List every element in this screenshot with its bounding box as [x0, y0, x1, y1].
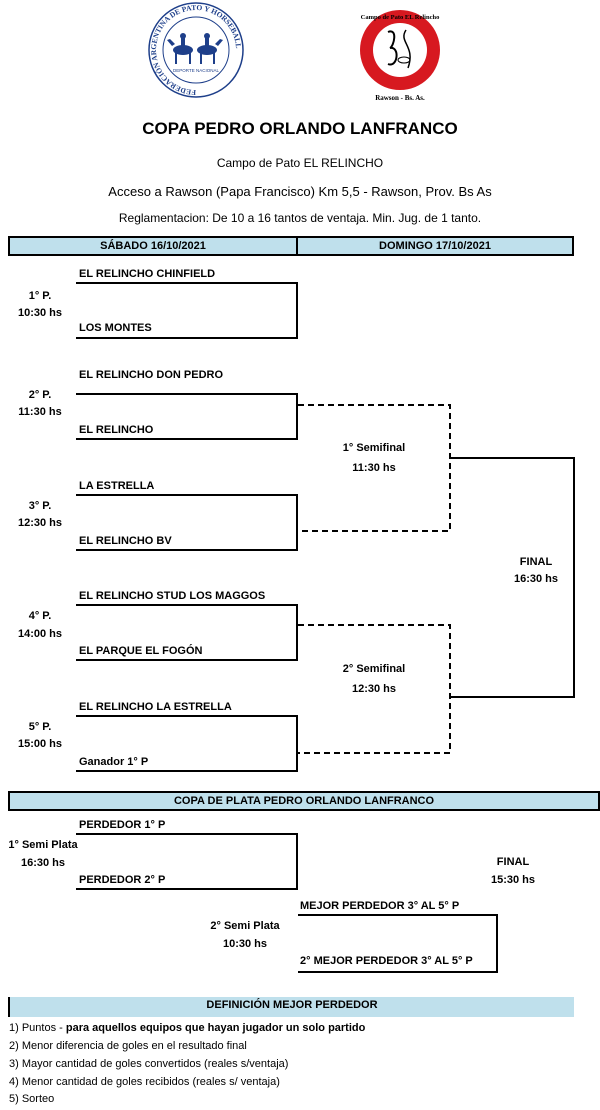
venue-text: Campo de Pato EL RELINCHO — [216, 156, 384, 170]
page-title: COPA PEDRO ORLANDO LANFRANCO — [142, 119, 458, 138]
definicion-item: 5) Sorteo — [9, 1093, 55, 1105]
definicion-item: 2) Menor diferencia de goles en el resul… — [9, 1040, 247, 1052]
team-label: EL RELINCHO — [79, 424, 154, 436]
plata-final-label: FINAL — [496, 856, 530, 868]
semi-plata-1-time: 16:30 hs — [20, 857, 66, 869]
match-time: 12:30 hs — [17, 517, 63, 529]
team-label: LA ESTRELLA — [79, 480, 155, 492]
final-label: FINAL — [519, 556, 553, 568]
match-time: 15:00 hs — [17, 738, 63, 750]
match-time: 11:30 hs — [18, 406, 62, 418]
rules-text: Reglamentacion: De 10 a 16 tantos de ven… — [118, 211, 482, 225]
team-label: EL RELINCHO STUD LOS MAGGOS — [79, 590, 266, 602]
match-label: 1° P. — [28, 290, 52, 302]
semi-plata-2-time: 10:30 hs — [222, 938, 268, 950]
team-label: EL RELINCHO CHINFIELD — [79, 268, 216, 280]
plata-title-bar: COPA DE PLATA PEDRO ORLANDO LANFRANCO — [8, 791, 600, 811]
svg-text:Rawson - Bs. As.: Rawson - Bs. As. — [375, 94, 425, 102]
day-bar-saturday: SÁBADO 16/10/2021 — [8, 236, 298, 256]
definicion-item: 4) Menor cantidad de goles recibidos (re… — [9, 1076, 280, 1088]
team-label: PERDEDOR 1° P — [79, 819, 166, 831]
address-text: Acceso a Rawson (Papa Francisco) Km 5,5 … — [108, 184, 492, 199]
definicion-title-bar: DEFINICIÓN MEJOR PERDEDOR — [8, 997, 574, 1017]
definicion-item-1-bold: para aquellos equipos que hayan jugador … — [65, 1022, 366, 1034]
semi-plata-1-label: 1° Semi Plata — [8, 839, 78, 851]
semifinal-1-time: 11:30 hs — [352, 462, 396, 474]
final-time: 16:30 hs — [513, 573, 559, 585]
match-label: 4° P. — [28, 610, 52, 622]
team-label: EL RELINCHO LA ESTRELLA — [79, 701, 232, 713]
definicion-item: 3) Mayor cantidad de goles convertidos (… — [9, 1058, 289, 1070]
match-label: 3° P. — [28, 500, 52, 512]
team-label: EL PARQUE EL FOGÓN — [79, 645, 203, 657]
federation-logo: FEDERACIÓN ARGENTINA DE PATO Y HORSEBALL… — [143, 2, 249, 102]
day-bar-sunday: DOMINGO 17/10/2021 — [296, 236, 574, 256]
el-relincho-logo: Campo de Pato EL Relincho Rawson - Bs. A… — [354, 2, 446, 106]
match-label: 2° P. — [28, 389, 52, 401]
definicion-item-1-prefix: 1) Puntos - — [9, 1022, 66, 1034]
team-label: MEJOR PERDEDOR 3° AL 5° P — [300, 900, 460, 912]
plata-final-time: 15:30 hs — [490, 874, 536, 886]
match-time: 14:00 hs — [17, 628, 63, 640]
semifinal-1-label: 1° Semifinal — [342, 442, 406, 454]
team-label: PERDEDOR 2° P — [79, 874, 166, 886]
team-label: EL RELINCHO DON PEDRO — [79, 369, 224, 381]
semi-plata-2-label: 2° Semi Plata — [210, 920, 280, 932]
definicion-item-1: 1) Puntos - para aquellos equipos que ha… — [9, 1022, 365, 1034]
match-time: 10:30 hs — [17, 307, 63, 319]
semifinal-2-time: 12:30 hs — [351, 683, 397, 695]
team-label: EL RELINCHO BV — [79, 535, 172, 547]
team-label: Ganador 1° P — [79, 756, 149, 768]
semifinal-2-label: 2° Semifinal — [342, 663, 406, 675]
team-label: 2° MEJOR PERDEDOR 3° AL 5° P — [300, 955, 473, 967]
svg-text:DEPORTE NACIONAL: DEPORTE NACIONAL — [173, 68, 219, 73]
match-label: 5° P. — [28, 721, 52, 733]
svg-text:Campo de Pato EL Relincho: Campo de Pato EL Relincho — [361, 14, 440, 21]
team-label: LOS MONTES — [79, 322, 152, 334]
